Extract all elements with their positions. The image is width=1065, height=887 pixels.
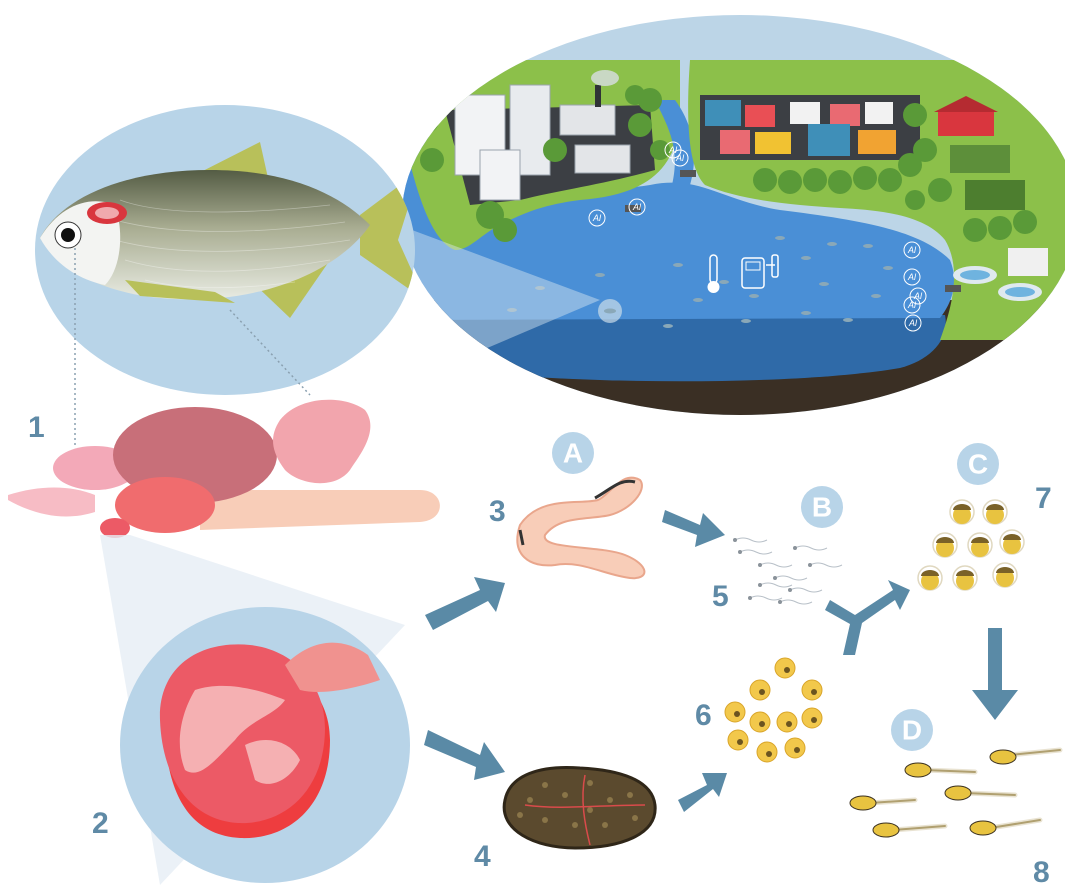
smoke: [591, 70, 619, 86]
svg-text:D: D: [902, 715, 922, 746]
larvae: [850, 750, 1060, 837]
sperm-cells: [735, 538, 842, 604]
testis: [517, 478, 644, 579]
svg-text:B: B: [812, 492, 832, 523]
arrow-testis-to-sperm: [662, 510, 725, 547]
skyscraper-3: [480, 150, 520, 200]
svg-text:Al: Al: [632, 202, 642, 212]
arrow-embryo-to-larva: [972, 628, 1018, 720]
label-7: 7: [1035, 482, 1052, 515]
label-3: 3: [489, 495, 506, 528]
treatment-building: [1008, 248, 1048, 276]
cerebellum: [273, 400, 370, 483]
svg-text:Al: Al: [592, 213, 602, 223]
svg-text:C: C: [968, 449, 988, 480]
gonad-bubble: [120, 607, 410, 883]
outfall-pipe-2: [680, 170, 696, 177]
label-2: 2: [92, 807, 109, 840]
label-1: 1: [28, 411, 45, 444]
label-4: 4: [474, 840, 491, 873]
arrow-ovary-to-oocyte: [678, 773, 727, 812]
environment-scene: Al Al Al Al Al Al Al Al Al: [380, 15, 1065, 430]
stage-circle-a: A: [552, 432, 594, 474]
arrow-brain-to-ovary: [424, 730, 505, 780]
stage-circle-d: D: [891, 709, 933, 751]
ovary: [504, 767, 655, 848]
oocytes: [725, 658, 822, 762]
svg-text:Al: Al: [907, 245, 917, 255]
label-6: 6: [695, 699, 712, 732]
fish-bubble: [35, 105, 425, 445]
factory-2: [575, 145, 630, 173]
label-8: 8: [1033, 856, 1050, 887]
olfactory-bulb: [8, 488, 95, 517]
factory-1: [560, 105, 615, 135]
stage-circle-c: C: [957, 443, 999, 485]
sperm-heads: [733, 538, 812, 604]
svg-text:A: A: [563, 438, 583, 469]
smokestack: [595, 85, 601, 107]
arrow-merge-to-embryo: [825, 580, 910, 655]
farm-field-2: [965, 180, 1025, 210]
hypothalamus: [115, 477, 215, 533]
embryos: [918, 500, 1024, 590]
svg-text:Al: Al: [675, 153, 685, 163]
svg-text:Al: Al: [907, 272, 917, 282]
svg-text:Al: Al: [908, 318, 918, 328]
barn: [938, 110, 994, 136]
stage-circle-b: B: [801, 486, 843, 528]
svg-text:Al: Al: [907, 300, 917, 310]
arrow-brain-to-testis: [425, 577, 505, 630]
farm-field-1: [950, 145, 1010, 173]
outfall-pipe-3: [945, 285, 961, 292]
label-5: 5: [712, 580, 729, 613]
